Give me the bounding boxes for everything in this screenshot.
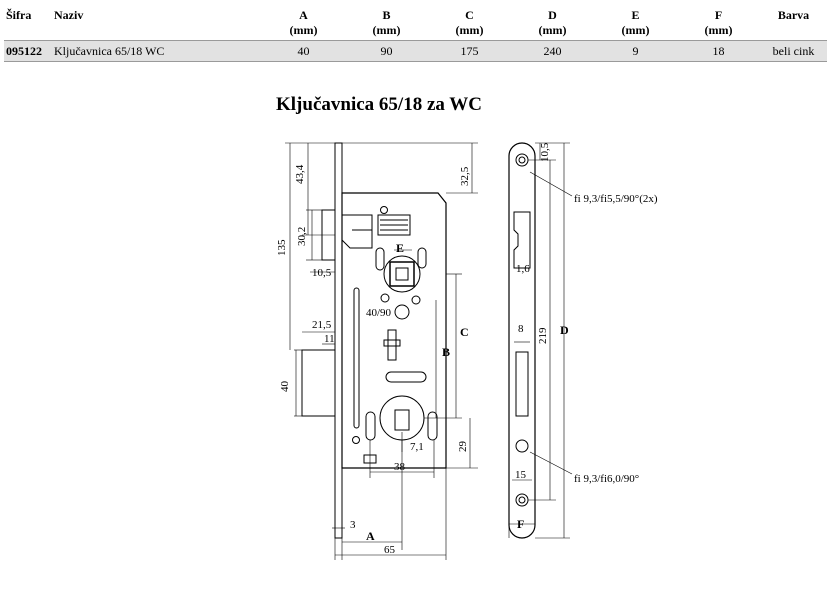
lock-case-outline	[341, 192, 447, 469]
header-b: B(mm)	[345, 4, 428, 41]
cell-a: 40	[262, 40, 345, 62]
cell-color: beli cink	[760, 40, 827, 62]
header-c-unit: (mm)	[455, 23, 484, 37]
faceplate-hole-top-inner	[518, 156, 526, 164]
follower-hub	[383, 255, 421, 293]
follower-square	[389, 261, 415, 287]
vertical-slot	[353, 287, 360, 429]
faceplate-strip	[334, 142, 343, 539]
screw-hole-bottom	[352, 436, 360, 444]
cell-f: 18	[677, 40, 760, 62]
deadbolt-opening	[515, 351, 529, 417]
label-135: 135	[276, 239, 288, 256]
table-row: 095122 Ključavnica 65/18 WC 40 90 175 24…	[4, 40, 827, 62]
label-38: 38	[394, 461, 406, 473]
cross-slot	[383, 329, 401, 361]
label-e: E	[396, 241, 404, 255]
cell-b: 90	[345, 40, 428, 62]
label-15: 15	[515, 469, 527, 481]
slot-upper-right	[417, 247, 427, 269]
header-d: D(mm)	[511, 4, 594, 41]
latch-bolt	[321, 209, 336, 261]
header-b-label: B	[382, 8, 391, 22]
drawing-title: Ključavnica 65/18 za WC	[276, 94, 483, 115]
dimension-lines-front	[508, 142, 573, 539]
label-32-5: 32,5	[459, 166, 471, 186]
header-c-label: C	[465, 8, 474, 22]
header-color: Barva	[760, 4, 827, 41]
cylinder-slot-right	[427, 411, 438, 441]
dimension-lines-side	[285, 142, 478, 560]
label-d: D	[560, 323, 569, 337]
screw-hole-top	[380, 206, 388, 214]
header-e-label: E	[631, 8, 640, 22]
label-hole-bottom: fi 9,3/fi6,0/90°	[574, 473, 639, 485]
label-40-90: 40/90	[366, 307, 392, 319]
header-a-unit: (mm)	[289, 23, 318, 37]
label-8: 8	[518, 323, 524, 335]
header-name: Naziv	[52, 4, 262, 41]
label-43-4: 43,4	[294, 164, 306, 184]
header-f-label: F	[714, 8, 723, 22]
label-30-2: 30,2	[296, 227, 308, 246]
header-d-label: D	[548, 8, 557, 22]
header-e: E(mm)	[594, 4, 677, 41]
hole-center	[394, 304, 410, 320]
spring-block	[377, 214, 411, 236]
label-3: 3	[350, 519, 356, 531]
hole-follower-right	[411, 295, 421, 305]
slot-upper-left	[375, 247, 385, 271]
label-1-6: 1,6	[516, 263, 530, 275]
label-29: 29	[457, 441, 469, 453]
label-10-5-left: 10,5	[312, 267, 332, 279]
label-10-5-right: 10,5	[539, 142, 551, 162]
label-11: 11	[324, 333, 335, 345]
cell-code: 095122	[4, 40, 52, 62]
label-40: 40	[279, 381, 291, 393]
label-c: C	[460, 325, 469, 339]
header-f-unit: (mm)	[704, 23, 733, 37]
follower-square-inner	[395, 267, 409, 281]
dead-bolt	[301, 349, 336, 417]
faceplate-hole-top	[515, 153, 529, 167]
label-a: A	[366, 529, 375, 543]
header-a-label: A	[299, 8, 308, 22]
cell-d: 240	[511, 40, 594, 62]
faceplate-hole-bottom-inner	[518, 496, 526, 504]
label-7-1: 7,1	[410, 441, 424, 453]
header-f: F(mm)	[677, 4, 760, 41]
label-219: 219	[537, 327, 549, 344]
latch-opening	[513, 211, 531, 269]
faceplate-hole-bottom	[515, 493, 529, 507]
leader-bottom-hole	[529, 451, 573, 475]
cell-c: 175	[428, 40, 511, 62]
faceplate-front-view	[508, 142, 536, 539]
leader-top-hole	[529, 171, 573, 197]
header-b-unit: (mm)	[372, 23, 401, 37]
faceplate-hole-middle	[515, 439, 529, 453]
cylinder-square	[394, 409, 410, 431]
header-e-unit: (mm)	[621, 23, 650, 37]
spec-table: Šifra Naziv A(mm) B(mm) C(mm) D(mm) E(mm…	[4, 4, 827, 62]
header-a: A(mm)	[262, 4, 345, 41]
label-f: F	[517, 517, 524, 531]
header-c: C(mm)	[428, 4, 511, 41]
lock-body-side-view	[301, 142, 447, 539]
hole-follower-left	[380, 293, 390, 303]
label-b: B	[442, 345, 450, 359]
horizontal-slot	[385, 371, 427, 383]
header-d-unit: (mm)	[538, 23, 567, 37]
cell-name: Ključavnica 65/18 WC	[52, 40, 262, 62]
header-code: Šifra	[4, 4, 52, 41]
label-65: 65	[384, 544, 396, 556]
faceplate-front	[508, 142, 536, 539]
label-21-5: 21,5	[312, 319, 332, 331]
cylinder-slot-left	[365, 411, 376, 441]
cell-e: 9	[594, 40, 677, 62]
table-header-row: Šifra Naziv A(mm) B(mm) C(mm) D(mm) E(mm…	[4, 4, 827, 41]
label-hole-top: fi 9,3/fi5,5/90°(2x)	[574, 193, 658, 205]
latch-mechanism	[341, 214, 373, 249]
